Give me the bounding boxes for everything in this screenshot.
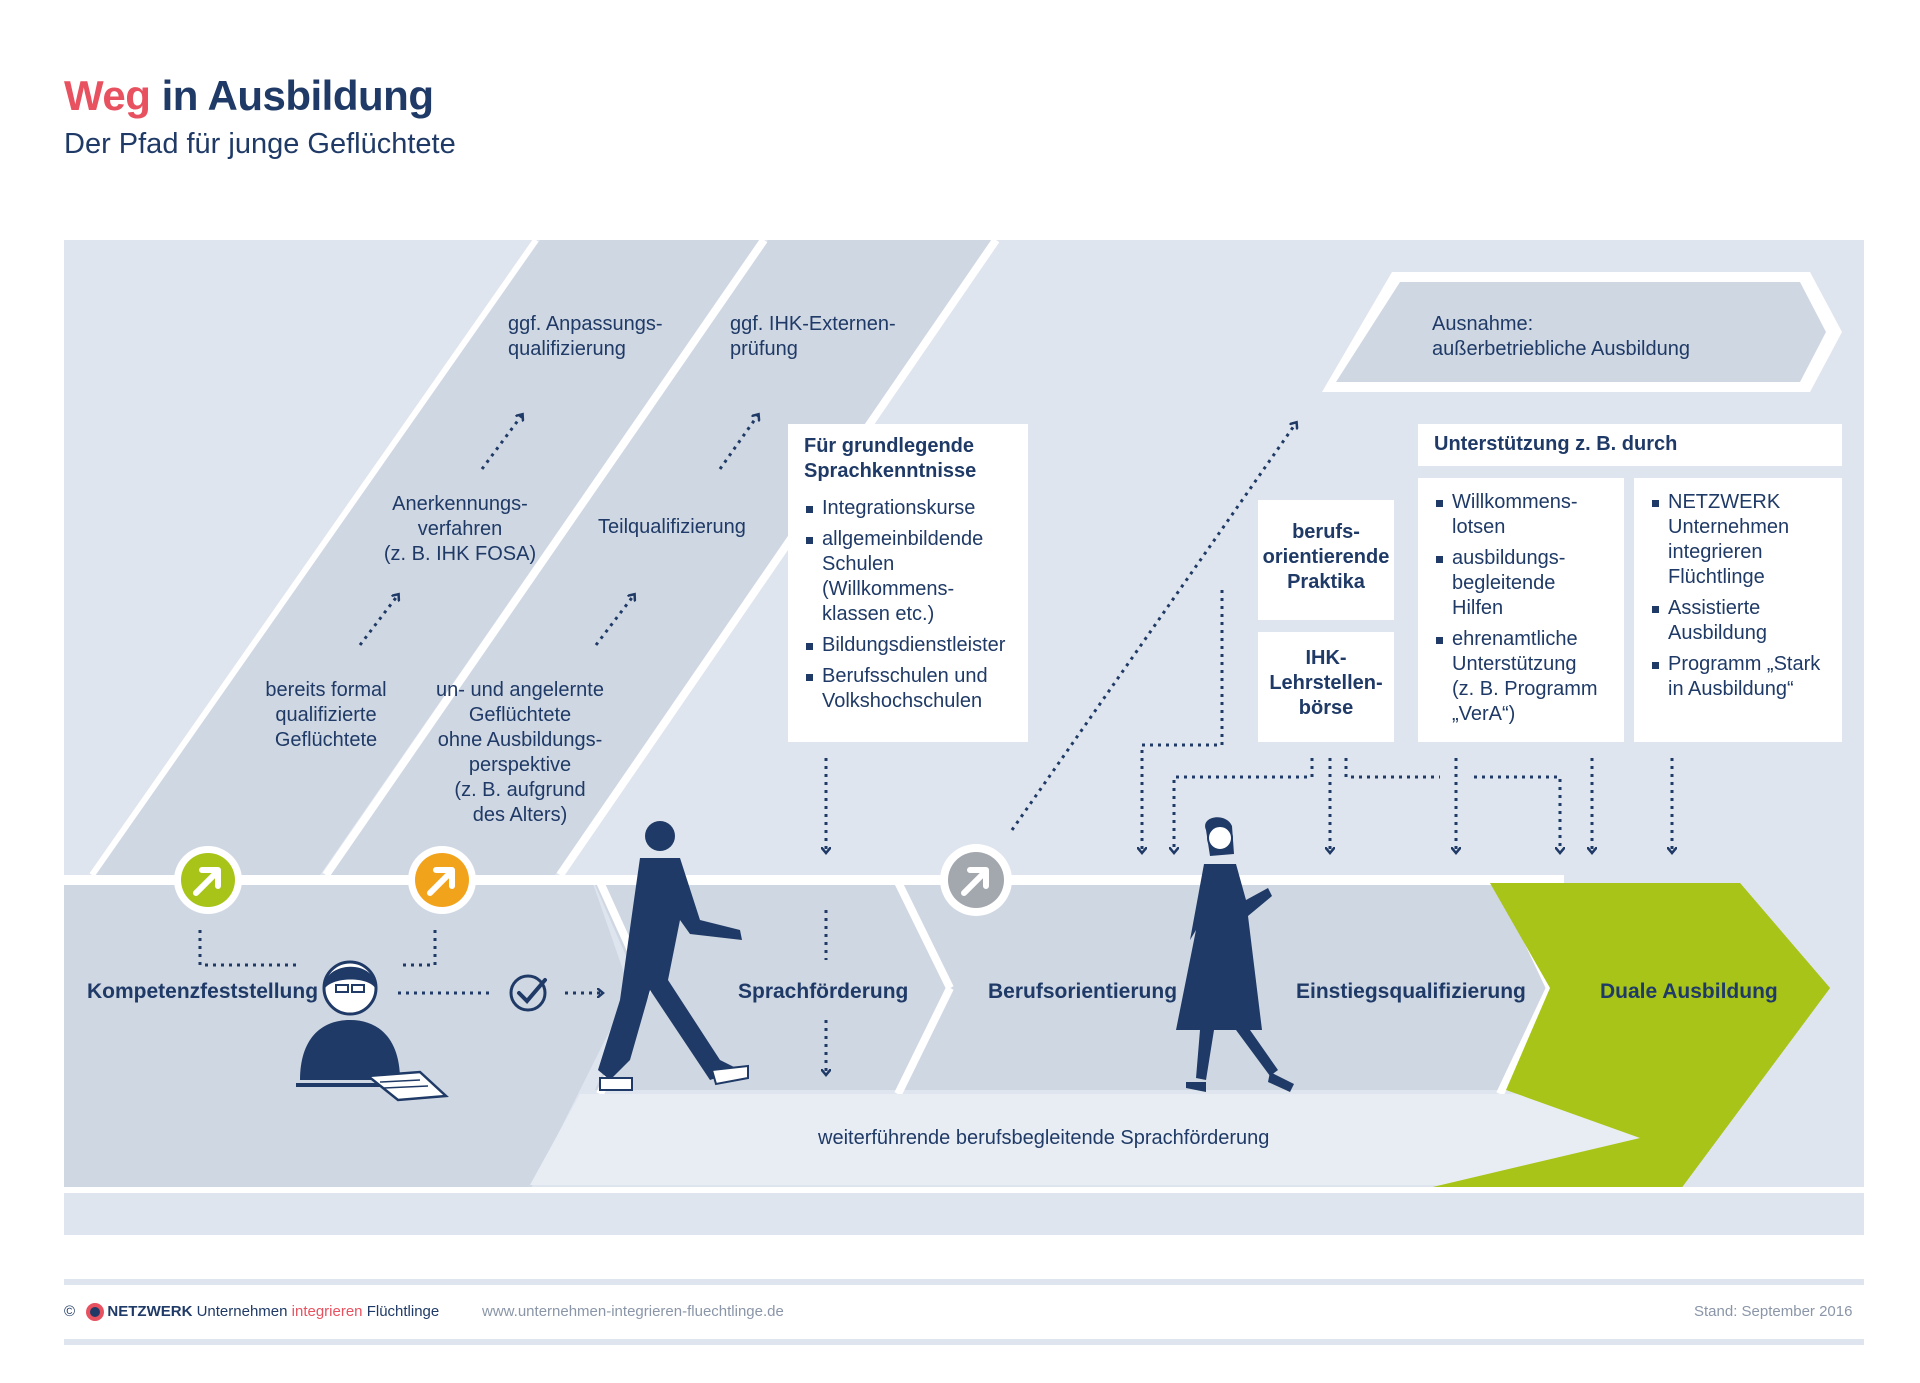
lehrstellen-box: IHK- Lehrstellen- börse [1258,632,1394,742]
stage-label-berufsorientierung: Berufsorientierung [988,980,1178,1003]
path-band-formal [95,240,760,875]
list-item: Integrationskurse [804,496,1012,521]
title-rest: in Ausbildung [161,72,434,119]
title-accent: Weg [64,72,151,119]
footer-copyright: © [64,1303,76,1320]
label-anerkennung: Anerkennungs- verfahren (z. B. IHK FOSA) [383,493,537,565]
up-right-arrow-green-icon [174,846,242,914]
support-col2-list: NETZWERK Unternehmen integrieren Flüchtl… [1650,490,1826,702]
stage-label-duale: Duale Ausbildung [1600,980,1778,1003]
footer-stand: Stand: September 2016 [1694,1303,1853,1320]
footer-logo-b: Unternehmen [196,1303,288,1320]
netzwerk-logo-icon [86,1303,104,1321]
sprach-box-heading: Für grundlegende Sprachkenntnisse [804,435,977,482]
up-right-arrow-orange-icon [408,846,476,914]
support-col1-list: Willkommens- lotsen ausbildungs- begleit… [1434,490,1608,727]
footer-url[interactable]: www.unternehmen-integrieren-fluechtlinge… [482,1303,784,1320]
sprach-box-list: Integrationskurse allgemeinbildende Schu… [804,496,1012,714]
sprach-box: Für grundlegende Sprachkenntnisse Integr… [788,424,1028,742]
checkmark-icon [509,974,547,1012]
label-externen: ggf. IHK-Externen- prüfung [730,313,896,360]
stage-label-sprach: Sprachförderung [738,980,909,1003]
stage-label-einstieg: Einstiegsqualifizierung [1296,980,1526,1003]
up-right-arrow-gray-icon [940,844,1012,916]
label-unangelernt: un- und angelernte Geflüchtete ohne Ausb… [436,679,604,826]
list-item: NETZWERK Unternehmen integrieren Flüchtl… [1650,490,1826,590]
footer-logo-a: NETZWERK [107,1303,193,1320]
page-subtitle: Der Pfad für junge Geflüchtete [64,128,456,160]
path-band-unangelernt [330,240,992,875]
list-item: Assistierte Ausbildung [1650,596,1826,646]
person-at-desk-icon [296,960,449,1102]
support-col1: Willkommens- lotsen ausbildungs- begleit… [1418,478,1624,742]
list-item: allgemeinbildende Schulen (Willkommens- … [804,527,1012,627]
support-col2: NETZWERK Unternehmen integrieren Flüchtl… [1634,478,1842,742]
list-item: Willkommens- lotsen [1434,490,1608,540]
stage-weiterfuehrend [530,1094,1680,1185]
page-title: Weg in Ausbildung [64,72,434,120]
label-ausnahme: Ausnahme: außerbetriebliche Ausbildung [1432,313,1690,360]
list-item: Programm „Stark in Ausbildung“ [1650,652,1826,702]
walking-man-icon [598,821,749,1091]
label-teilqualifizierung: Teilqualifizierung [598,516,746,538]
list-item: ehrenamtliche Unterstützung (z. B. Progr… [1434,627,1608,727]
footer-logo: © NETZWERK Unternehmen integrieren Flüch… [64,1303,439,1320]
list-item: Bildungsdienstleister [804,633,1012,658]
walking-woman-icon [1176,817,1294,1092]
footer-logo-c: integrieren [291,1303,363,1320]
list-item: ausbildungs- begleitende Hilfen [1434,546,1608,621]
label-formal: bereits formal qualifizierte Geflüchtete [265,679,387,751]
footer-logo-d: Flüchtlinge [366,1303,440,1320]
list-item: Berufsschulen und Volkshochschulen [804,664,1012,714]
label-anpassung: ggf. Anpassungs- qualifizierung [508,313,663,360]
stage-label-weiterfuehrend: weiterführende berufsbegleitende Sprachf… [818,1127,1270,1149]
support-heading: Unterstützung z. B. durch [1418,424,1842,466]
praktika-box: berufs- orientierende Praktika [1258,500,1394,620]
stage-label-kompetenz: Kompetenzfeststellung [87,980,319,1003]
